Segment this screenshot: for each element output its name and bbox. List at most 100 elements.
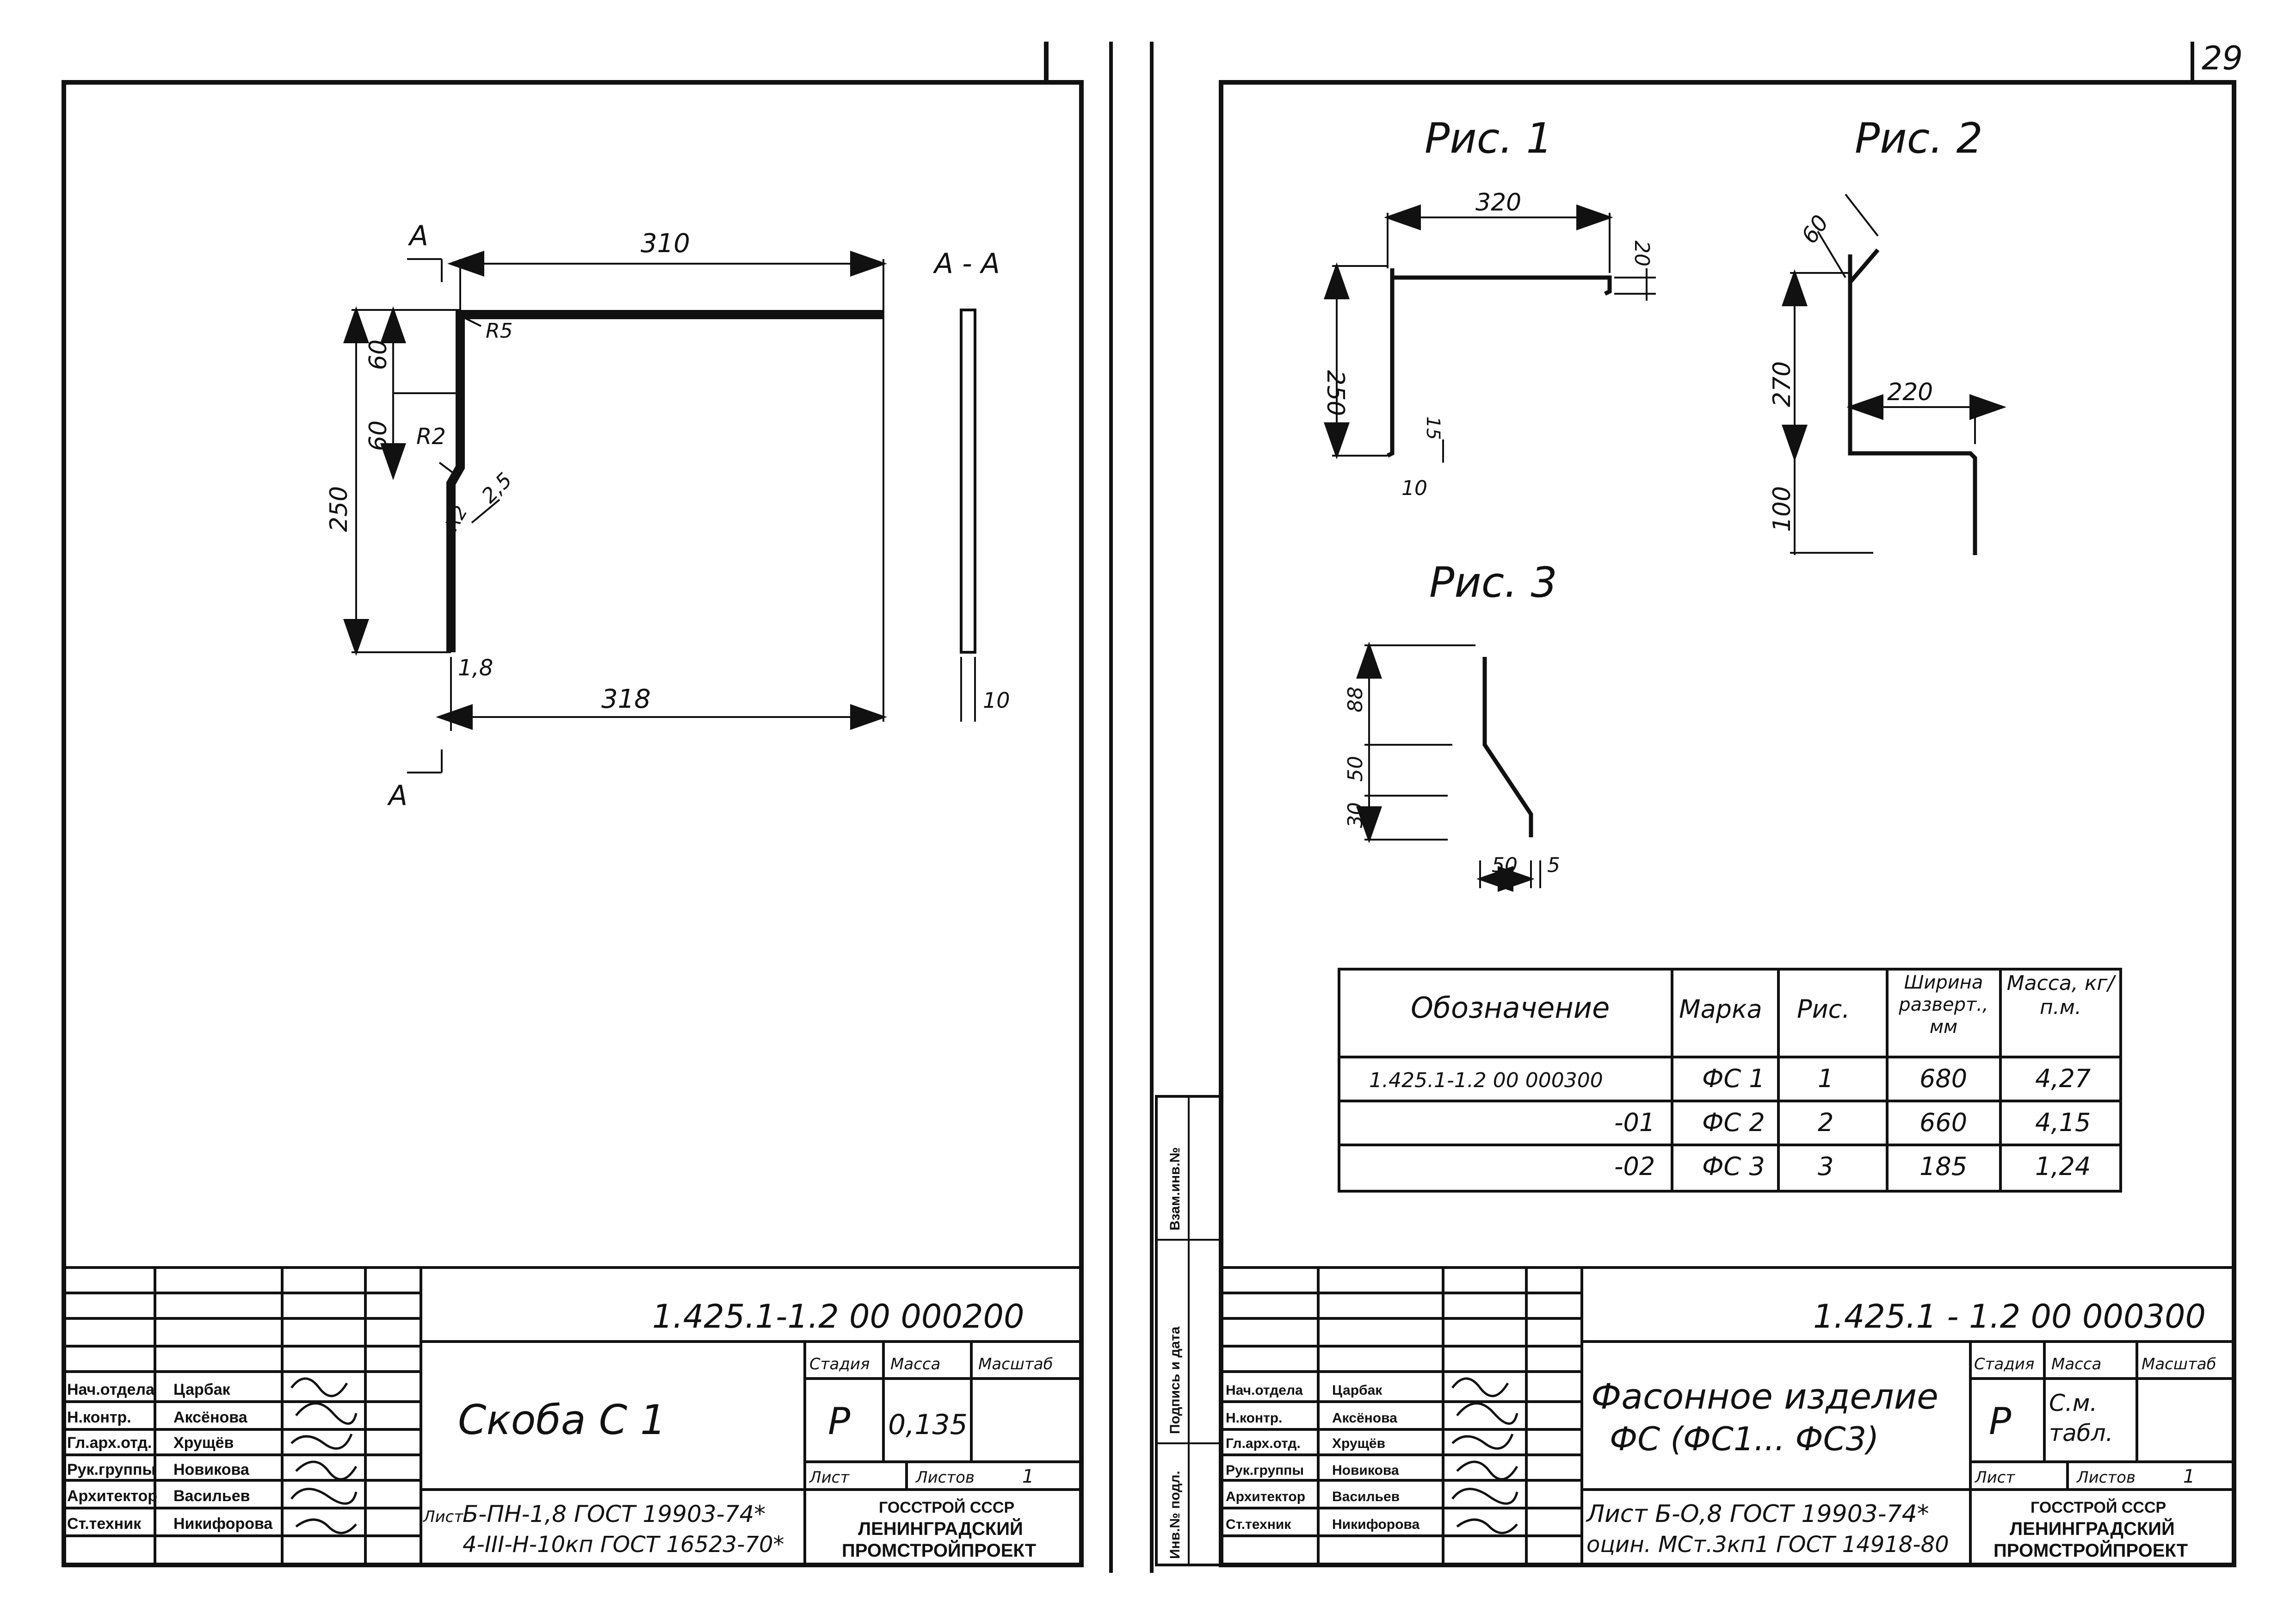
side-stamp-replace: Взам.инв.№ xyxy=(1167,1147,1183,1231)
table-header-mass: Масса, кг/п.м. xyxy=(2006,971,2115,1019)
dim-60-upper: 60 xyxy=(364,340,392,370)
left-role-2: Гл.арх.отд. xyxy=(67,1434,152,1452)
table-row-1-designation: -01 xyxy=(1614,1108,1655,1137)
left-role-0: Нач.отдела xyxy=(67,1381,155,1398)
right-sheets-value: 1 xyxy=(2183,1466,2195,1487)
table-row-0-mass: 4,27 xyxy=(2035,1064,2091,1093)
fig3-dim-c: 30 xyxy=(1344,802,1367,828)
spec-table-grid xyxy=(1338,968,2122,1193)
fig3-dim-a: 88 xyxy=(1344,686,1367,712)
left-name-0: Царбак xyxy=(173,1381,231,1398)
left-org-line3: ПРОМСТРОЙПРОЕКТ xyxy=(842,1540,1036,1561)
right-doc-code: 1.425.1 - 1.2 00 000300 xyxy=(1813,1298,2206,1336)
right-role-1: Н.контр. xyxy=(1226,1410,1282,1426)
left-role-5: Ст.техник xyxy=(67,1515,142,1533)
left-name-5: Никифорова xyxy=(173,1515,273,1533)
side-stamp-inv: Инв.№ подл. xyxy=(1167,1471,1183,1559)
table-row-1-width: 660 xyxy=(1920,1108,1967,1137)
left-signatures xyxy=(290,1377,358,1534)
label-slope: 2,5 xyxy=(477,468,517,508)
fig2-dim-slant: 60 xyxy=(1796,210,1834,248)
right-role-3: Рук.группы xyxy=(1226,1463,1304,1478)
left-sheets-label: Листов xyxy=(915,1468,975,1487)
right-name-5: Никифорова xyxy=(1332,1517,1420,1532)
fig2-dim-bottom: 100 xyxy=(1768,486,1796,532)
fig1-dim-lip: 20 xyxy=(1630,241,1654,266)
fig3-dim-b: 50 xyxy=(1344,756,1367,782)
left-role-3: Рук.группы xyxy=(67,1461,156,1478)
table-header-fig: Рис. xyxy=(1797,995,1850,1024)
left-name-4: Васильев xyxy=(173,1487,250,1505)
section-label: A - A xyxy=(932,247,1000,280)
right-name-2: Хрущёв xyxy=(1332,1436,1385,1451)
bracket-profile xyxy=(446,310,883,652)
left-name-2: Хрущёв xyxy=(173,1434,234,1452)
right-org-line2: ЛЕНИНГРАДСКИЙ xyxy=(2010,1518,2175,1539)
section-mark-top: A xyxy=(407,220,428,252)
fig2-dim-width: 220 xyxy=(1887,378,1933,406)
right-title-line1: Фасонное изделие xyxy=(1591,1376,1938,1417)
left-role-1: Н.контр. xyxy=(67,1409,131,1426)
fig2-dim-height: 270 xyxy=(1768,361,1796,407)
right-signatures xyxy=(1451,1377,1518,1534)
label-r2-top: R2 xyxy=(416,424,446,450)
table-header-mark: Марка xyxy=(1679,995,1762,1024)
fig1-dim-height: 250 xyxy=(1321,370,1349,416)
right-role-5: Ст.техник xyxy=(1226,1517,1291,1532)
section-aa xyxy=(960,309,976,654)
left-org-line2: ЛЕНИНГРАДСКИЙ xyxy=(858,1518,1023,1539)
right-material-line2: оцин. МСт.3кп1 ГОСТ 14918-80 xyxy=(1586,1532,1949,1558)
fig1-dim-foot: 10 xyxy=(1401,476,1427,500)
dim-250: 250 xyxy=(325,486,353,532)
fig1-dim-width: 320 xyxy=(1475,189,1521,216)
right-scale-header: Масштаб xyxy=(2142,1355,2216,1373)
left-material-line1: Б-ПН-1,8 ГОСТ 19903-74* xyxy=(463,1501,765,1527)
right-mass-line1: С.м. xyxy=(2049,1390,2097,1416)
fig1-profile xyxy=(1386,268,1612,458)
left-name-1: Аксёнова xyxy=(173,1409,248,1426)
section-mark-bottom: A xyxy=(387,779,407,812)
table-row-1-mass: 4,15 xyxy=(2035,1108,2091,1137)
label-section-width: 10 xyxy=(983,688,1010,713)
right-sheet-label: Лист xyxy=(1974,1468,2015,1487)
table-row-0-mark: ФС 1 xyxy=(1702,1064,1765,1093)
left-scale-header: Масштаб xyxy=(978,1355,1053,1373)
table-row-1-fig: 2 xyxy=(1818,1108,1833,1137)
label-r2-bottom: R2 xyxy=(441,502,472,534)
fig3-label: Рис. 3 xyxy=(1429,558,1557,607)
left-name-3: Новикова xyxy=(173,1461,250,1478)
label-thickness: 1,8 xyxy=(458,655,493,681)
table-row-1-mark: ФС 2 xyxy=(1702,1108,1765,1137)
left-sheet-label: Лист xyxy=(809,1468,850,1487)
left-material-prefix: Лист xyxy=(422,1508,463,1526)
left-role-4: Архитектор xyxy=(67,1487,157,1505)
right-role-2: Гл.арх.отд. xyxy=(1226,1436,1301,1451)
fig1-label: Рис. 1 xyxy=(1425,114,1553,163)
fig3-dim-t: 5 xyxy=(1547,853,1560,877)
fig2-profile xyxy=(1848,248,1977,555)
left-title-block xyxy=(64,1266,1081,1565)
table-header-width: Ширина разверт., мм xyxy=(1899,972,1988,1038)
table-row-2-mark: ФС 3 xyxy=(1702,1152,1765,1181)
left-doc-code: 1.425.1-1.2 00 000200 xyxy=(652,1298,1025,1336)
right-mass-header: Масса xyxy=(2051,1355,2101,1373)
left-stage-header: Стадия xyxy=(809,1355,870,1373)
table-row-2-fig: 3 xyxy=(1818,1152,1833,1181)
right-role-0: Нач.отдела xyxy=(1226,1383,1303,1398)
fig3-dim-w: 50 xyxy=(1492,853,1518,877)
right-name-0: Царбак xyxy=(1332,1383,1383,1398)
right-material-line1: Лист Б-О,8 ГОСТ 19903-74* xyxy=(1586,1500,1929,1528)
side-stamp-signature: Подпись и дата xyxy=(1167,1326,1183,1434)
left-material-line2: 4-III-Н-10кп ГОСТ 16523-70* xyxy=(463,1532,784,1558)
left-mass-header: Масса xyxy=(890,1355,940,1373)
right-org-line3: ПРОМСТРОЙПРОЕКТ xyxy=(1994,1540,2188,1561)
right-title-block xyxy=(1221,1266,2234,1565)
table-header-designation: Обозначение xyxy=(1411,991,1610,1025)
table-row-0-designation: 1.425.1-1.2 00 000300 xyxy=(1369,1069,1603,1092)
left-sheet xyxy=(62,42,1113,1573)
left-frame xyxy=(62,80,1084,1567)
left-mass: 0,135 xyxy=(888,1409,968,1441)
right-role-4: Архитектор xyxy=(1226,1489,1305,1504)
left-stage: Р xyxy=(828,1400,851,1443)
